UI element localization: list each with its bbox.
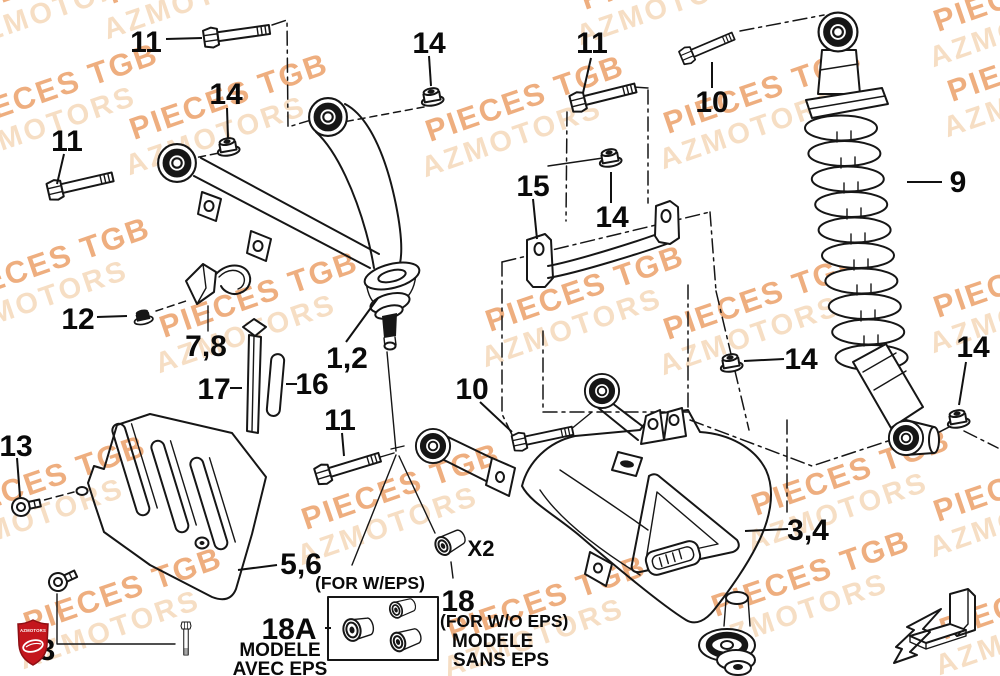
bushing-x2 <box>431 525 470 559</box>
note-modele-sans-2: SANS EPS <box>453 650 549 671</box>
lower-arm-3-4 <box>416 374 772 676</box>
callout-7-8: 7,8 <box>185 330 227 363</box>
callout-18a: 18A <box>261 613 316 646</box>
bolt-13-small <box>180 621 192 656</box>
callout-14-left: 14 <box>209 78 243 111</box>
strip-17 <box>242 318 267 434</box>
note-modele-avec-2: AVEC EPS <box>233 659 328 676</box>
callout-10-mid: 10 <box>455 373 488 406</box>
tgb-emboss-plate <box>644 540 702 576</box>
ball-joint-upper <box>363 261 421 351</box>
nut-14-mid <box>596 146 624 170</box>
callout-14-top: 14 <box>412 27 446 60</box>
clamp-bracket-7-8 <box>185 263 252 332</box>
callout-16: 16 <box>295 368 328 401</box>
callout-3-4: 3,4 <box>787 514 829 547</box>
direction-arrow <box>893 608 942 664</box>
corner-bracket <box>893 588 976 664</box>
note-for-wo-eps: (FOR W/O EPS) <box>440 611 568 631</box>
callout-17: 17 <box>197 373 230 406</box>
callout-11-left: 11 <box>51 125 83 158</box>
callout-5-6: 5,6 <box>280 548 322 581</box>
assembly-axis-lines <box>32 14 999 645</box>
bolt-11-left <box>45 166 116 203</box>
callout-13: 13 <box>0 430 33 463</box>
callout-14-right: 14 <box>784 343 818 376</box>
bolt-10-top <box>677 27 738 67</box>
callout-15: 15 <box>516 170 549 203</box>
callout-11-top-center: 11 <box>576 27 608 60</box>
nut-14-top <box>418 85 446 109</box>
logo-text: AZMOTORS <box>20 628 46 633</box>
fasteners <box>9 18 972 656</box>
skid-plate-5-6 <box>75 413 267 601</box>
callout-labels: 11 14 11 10 9 11 14 15 14 12 7,8 17 16 1… <box>0 26 990 667</box>
callout-leader-lines <box>16 37 967 629</box>
bolt-10-mid <box>510 420 576 454</box>
variant-notes: (FOR W/EPS) MODELE AVEC EPS (FOR W/O EPS… <box>233 573 569 676</box>
nut-12 <box>133 309 154 326</box>
bushing-kit-box-18a <box>327 595 439 661</box>
callout-1-2: 1,2 <box>326 342 368 375</box>
callout-14-mid: 14 <box>595 201 629 234</box>
ball-joint-lower <box>698 591 756 676</box>
bolt-11-top-left <box>201 18 272 50</box>
callout-10-top: 10 <box>695 86 728 119</box>
note-modele-avec-1: MODELE <box>239 640 320 661</box>
diagram-line-art <box>9 13 999 676</box>
callout-11-top-left: 11 <box>130 26 162 59</box>
bracket-15 <box>526 200 680 288</box>
callout-x2: X2 <box>468 536 495 561</box>
strip-16 <box>265 353 286 417</box>
nut-14-far-right <box>944 407 972 431</box>
azmotors-logo: AZMOTORS <box>17 619 49 666</box>
callout-18: 18 <box>441 585 474 618</box>
shock-absorber <box>804 13 940 456</box>
callout-11-bottom: 11 <box>324 404 356 437</box>
note-for-w-eps: (FOR W/EPS) <box>315 573 425 593</box>
callout-14-far-right: 14 <box>956 331 990 364</box>
callout-12: 12 <box>61 303 94 336</box>
note-modele-sans-1: MODELE <box>452 631 533 652</box>
callout-9: 9 <box>950 166 967 199</box>
upper-a-arm <box>158 98 421 351</box>
